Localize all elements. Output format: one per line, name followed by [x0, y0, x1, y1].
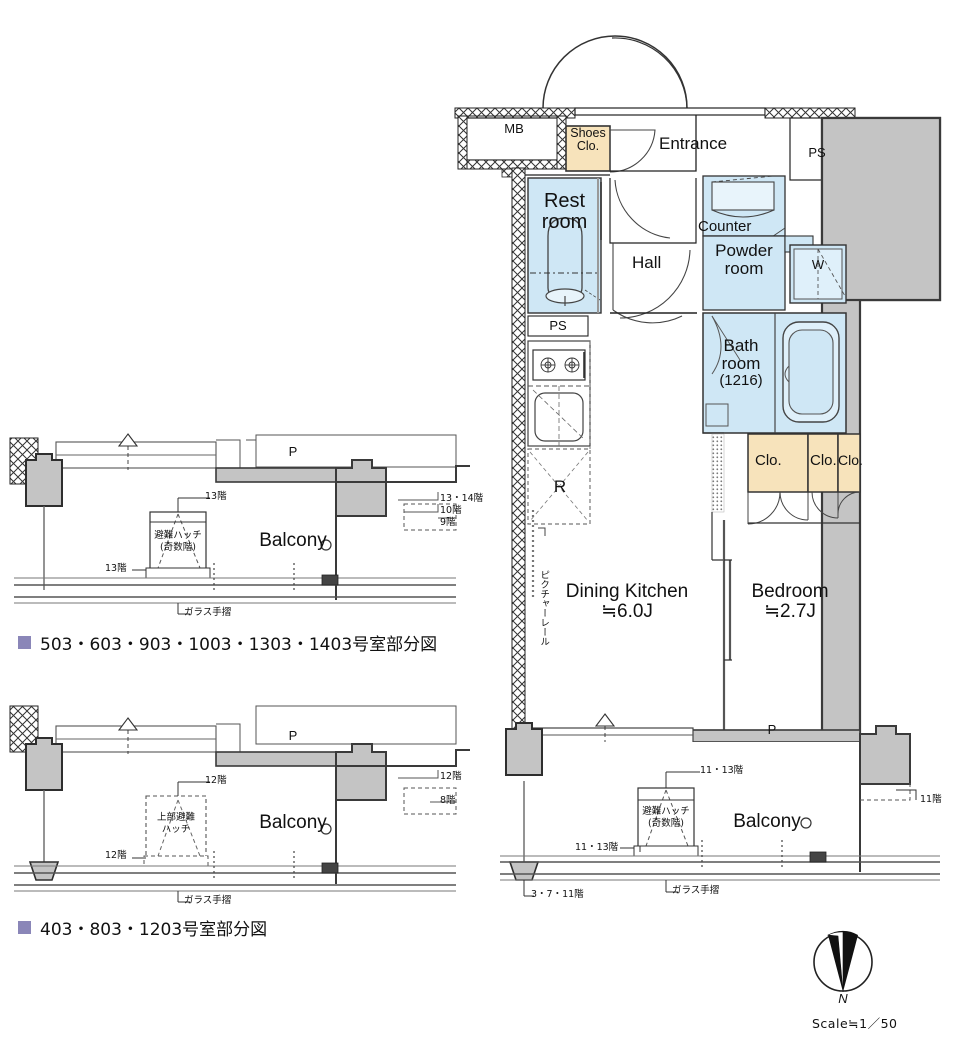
legend-lower-text: 403・803・1203号室部分図 — [40, 920, 268, 940]
annotation-rail-floor-main: 11階 — [920, 794, 942, 805]
detail-upper-right-label-1: 13・14階 — [440, 493, 484, 504]
detail-lower-right-label-2: 8階 — [440, 795, 456, 806]
annotation-column-floors-main: 3・7・11階 — [531, 889, 584, 900]
room-label-ps-top: PS — [808, 145, 826, 160]
room-label-washer: W — [811, 257, 825, 272]
room-label-entrance: Entrance — [659, 134, 728, 153]
room-label-bathroom: Bath room (1216) — [719, 336, 763, 390]
compass-north-label: N — [838, 991, 848, 1006]
annotation-hatch-floor-top-main: 11・13階 — [700, 765, 744, 776]
detail-upper-hatch-floor-left: 13階 — [105, 563, 127, 574]
annotation-glass-rail-main: ガラス手摺 — [672, 885, 720, 896]
detail-lower-right-label-1: 12階 — [440, 771, 462, 782]
detail-lower-hatch-floor-top: 12階 — [205, 775, 227, 786]
room-label-ps-kitchen: PS — [549, 318, 567, 333]
detail-upper-pipe-space-label: P — [288, 444, 298, 459]
detail-upper-right-label-2: 10階 — [440, 505, 462, 516]
detail-plan-upper-group — [9, 433, 470, 615]
detail-upper-hatch-floor-top: 13階 — [205, 491, 227, 502]
main-plan-group — [454, 35, 942, 897]
room-label-powder-room: Powder room — [715, 241, 773, 279]
room-label-restroom: Rest room — [541, 190, 588, 234]
room-label-closet-2: Clo. — [810, 452, 837, 469]
legend-upper-text: 503・603・903・1003・1303・1403号室部分図 — [40, 635, 438, 655]
room-label-shoes-closet: Shoes Clo. — [570, 126, 606, 154]
legend-marker-upper — [18, 636, 31, 649]
legend-lower: 403・803・1203号室部分図 — [18, 915, 267, 940]
room-label-pipe-space-main: P — [767, 722, 777, 737]
detail-lower-glass-rail: ガラス手摺 — [184, 895, 232, 906]
room-label-closet-1: Clo. — [755, 452, 782, 469]
detail-lower-balcony-label: Balcony — [259, 812, 327, 833]
annotation-hatch-floor-left-main: 11・13階 — [575, 842, 619, 853]
room-label-dining-kitchen: Dining Kitchen ≒6.0J — [565, 581, 689, 623]
room-label-refrigerator: R — [553, 477, 567, 496]
detail-lower-escape-hatch-label: 上部避難 ハッチ — [156, 812, 195, 835]
detail-upper-escape-hatch-label: 避難ハッチ (奇数階) — [154, 530, 202, 553]
annotation-picture-rail: ピクチャーレール — [538, 570, 550, 646]
detail-lower-pipe-space-label: P — [288, 728, 298, 743]
annotation-escape-hatch-main: 避難ハッチ (奇数階) — [642, 806, 690, 829]
room-label-balcony-main: Balcony — [733, 811, 801, 832]
room-label-hall: Hall — [632, 253, 662, 272]
detail-lower-hatch-floor-left: 12階 — [105, 850, 127, 861]
room-label-closet-3: Clo. — [838, 452, 863, 468]
legend-marker-lower — [18, 921, 31, 934]
room-label-bedroom: Bedroom ≒2.7J — [751, 581, 829, 623]
scale-note: Scale≒1／50 — [812, 1016, 898, 1031]
detail-upper-balcony-label: Balcony — [259, 530, 327, 551]
room-label-mb: MB — [504, 121, 524, 136]
detail-plan-lower-group — [9, 705, 470, 903]
detail-upper-glass-rail: ガラス手摺 — [184, 607, 232, 618]
detail-upper-right-label-3: 9階 — [440, 517, 456, 528]
room-label-counter: Counter — [698, 218, 752, 235]
compass-rose — [813, 930, 873, 993]
legend-upper: 503・603・903・1003・1303・1403号室部分図 — [18, 630, 437, 655]
